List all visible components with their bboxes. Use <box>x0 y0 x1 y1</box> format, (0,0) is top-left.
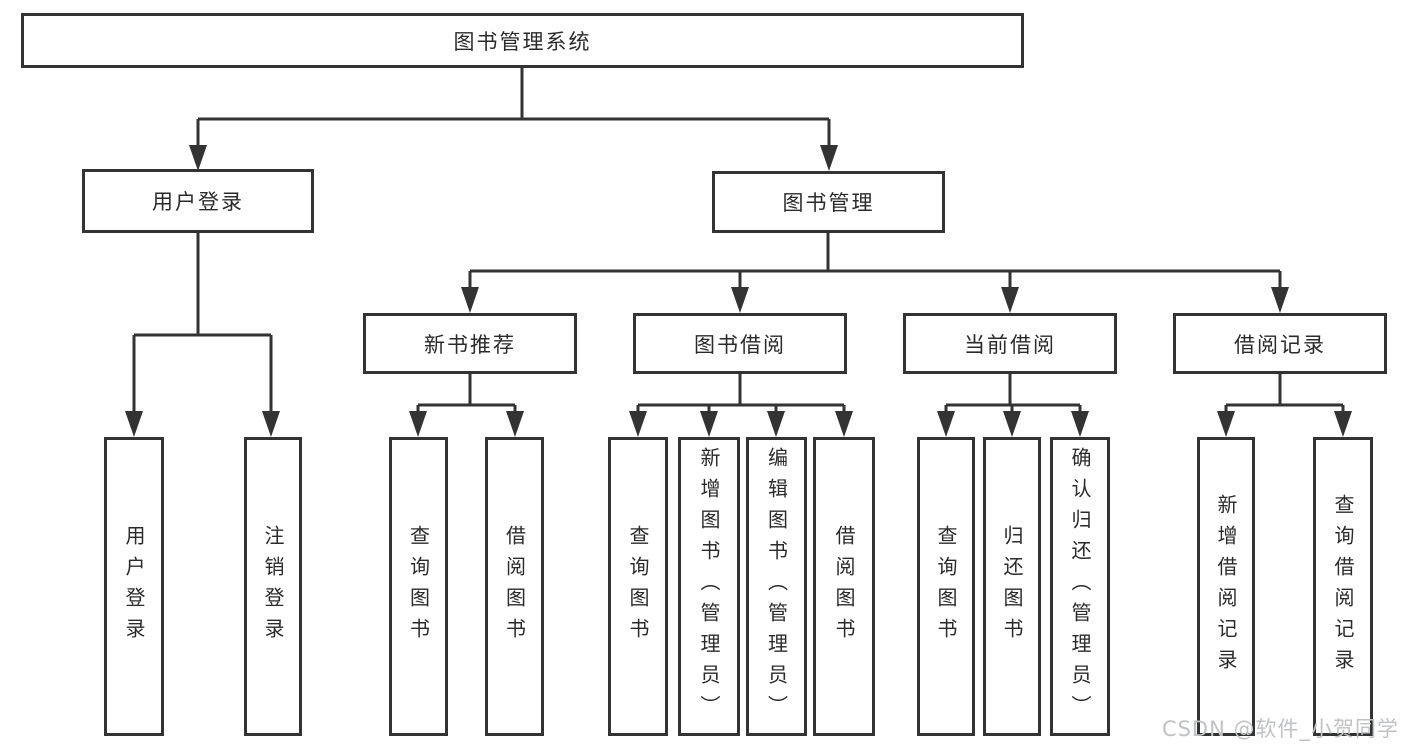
arrowheads <box>125 145 1352 437</box>
node-label: 借阅记录 <box>1234 332 1326 357</box>
node-label: 查询图书 <box>934 524 958 649</box>
node-leaf-bb-query-book: 查询图书 <box>608 437 668 736</box>
node-label: 借阅图书 <box>502 524 527 649</box>
node-book-management: 图书管理 <box>712 171 945 233</box>
node-label: 新增借阅记录 <box>1214 493 1238 680</box>
node-label: 归还图书 <box>1000 524 1024 649</box>
node-leaf-br-add-record: 新增借阅记录 <box>1197 437 1255 736</box>
node-leaf-bb-borrow-book: 借阅图书 <box>813 437 875 736</box>
node-label: 确认归还（管理员） <box>1068 447 1092 726</box>
node-label: 编辑图书（管理员） <box>764 447 789 726</box>
node-label: 用户登录 <box>122 524 146 649</box>
node-leaf-cb-return-book: 归还图书 <box>983 437 1041 736</box>
node-label: 用户登录 <box>152 190 244 214</box>
node-leaf-br-query-record: 查询借阅记录 <box>1313 437 1373 736</box>
node-leaf-nb-borrow-book: 借阅图书 <box>485 437 544 736</box>
node-label: 当前借阅 <box>964 332 1056 357</box>
node-leaf-cb-confirm-return-admin: 确认归还（管理员） <box>1050 437 1110 736</box>
node-label: 图书管理 <box>782 191 875 215</box>
node-user-login: 用户登录 <box>82 169 314 233</box>
node-label: 借阅图书 <box>832 524 856 649</box>
node-leaf-nb-query-book: 查询图书 <box>389 437 448 736</box>
node-leaf-bb-edit-book-admin: 编辑图书（管理员） <box>746 437 807 736</box>
node-label: 注销登录 <box>261 524 285 649</box>
node-label: 图书管理系统 <box>453 29 592 54</box>
node-current-borrowing: 当前借阅 <box>903 313 1117 374</box>
node-leaf-logout: 注销登录 <box>244 437 302 736</box>
node-borrowing-records: 借阅记录 <box>1173 313 1387 374</box>
node-label: 查询图书 <box>406 524 431 649</box>
node-book-borrowing: 图书借阅 <box>633 313 847 374</box>
node-leaf-user-login: 用户登录 <box>104 437 164 736</box>
node-label: 图书借阅 <box>694 332 786 357</box>
node-library-management-system: 图书管理系统 <box>21 13 1024 68</box>
node-leaf-bb-add-book-admin: 新增图书（管理员） <box>678 437 740 736</box>
node-new-book-recommendation: 新书推荐 <box>363 313 577 374</box>
node-label: 查询图书 <box>626 524 650 649</box>
node-label: 查询借阅记录 <box>1331 493 1355 680</box>
node-label: 新书推荐 <box>424 332 516 357</box>
node-leaf-cb-query-book: 查询图书 <box>917 437 975 736</box>
node-label: 新增图书（管理员） <box>697 447 721 726</box>
